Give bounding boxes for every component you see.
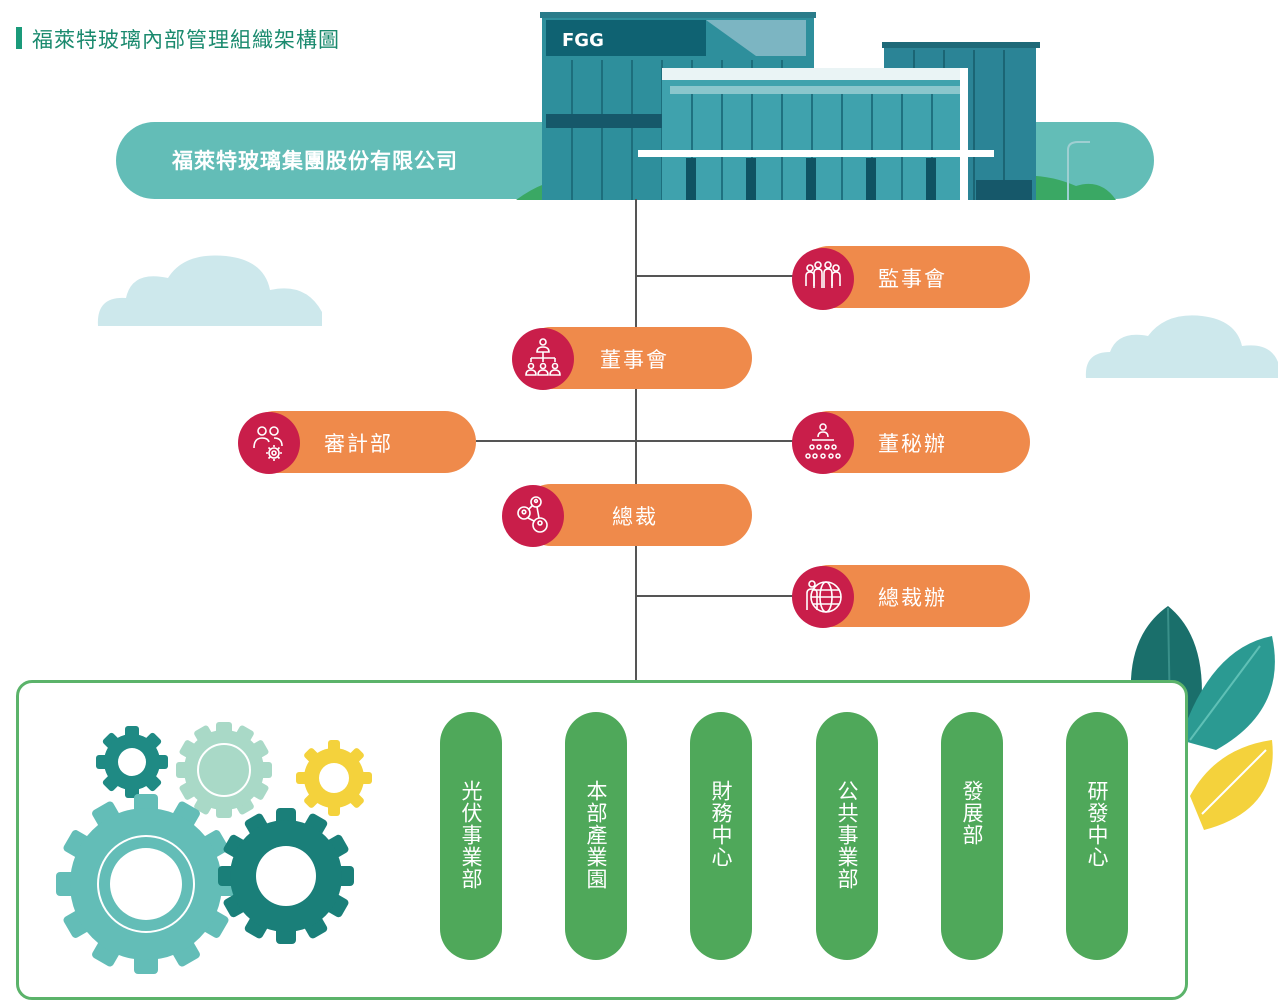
node-label: 董秘辦 [878,432,947,456]
hq-building-illustration: FGG [516,12,1116,200]
president-office-connector [636,595,806,597]
title-accent-bar [16,27,22,49]
node-label: 董事會 [600,348,669,372]
audit-secretary-connector [476,440,806,442]
meeting-audience-icon [792,412,854,474]
node-label: 總裁 [612,505,658,529]
building-logo-text: FGG [562,30,604,51]
group-people-icon [792,248,854,310]
dept-label: 光伏事業部 [459,780,483,890]
dept-rd-center[interactable]: 研發中心 [1066,712,1128,960]
dept-label: 本部產業園 [584,780,608,890]
dept-development[interactable]: 發展部 [941,712,1003,960]
node-label: 監事會 [878,267,947,291]
hierarchy-icon [512,328,574,390]
dept-public-utilities[interactable]: 公共事業部 [816,712,878,960]
dept-label: 公共事業部 [835,780,859,890]
supervisors-connector [636,275,806,277]
dept-label: 發展部 [960,780,984,846]
gears-illustration [56,722,372,974]
dept-photovoltaic[interactable]: 光伏事業部 [440,712,502,960]
company-name: 福萊特玻璃集團股份有限公司 [172,149,458,173]
node-label: 審計部 [324,432,393,456]
network-people-icon [502,485,564,547]
page-title: 福萊特玻璃內部管理組織架構圖 [32,28,340,52]
dept-label: 研發中心 [1085,780,1109,868]
dept-label: 財務中心 [709,780,733,868]
dept-finance-center[interactable]: 財務中心 [690,712,752,960]
dept-industrial-park[interactable]: 本部產業園 [565,712,627,960]
node-label: 總裁辦 [878,586,947,610]
global-business-icon [792,566,854,628]
team-gear-icon [238,412,300,474]
cloud-left-illustration [97,255,322,326]
cloud-right-illustration [1085,315,1278,378]
